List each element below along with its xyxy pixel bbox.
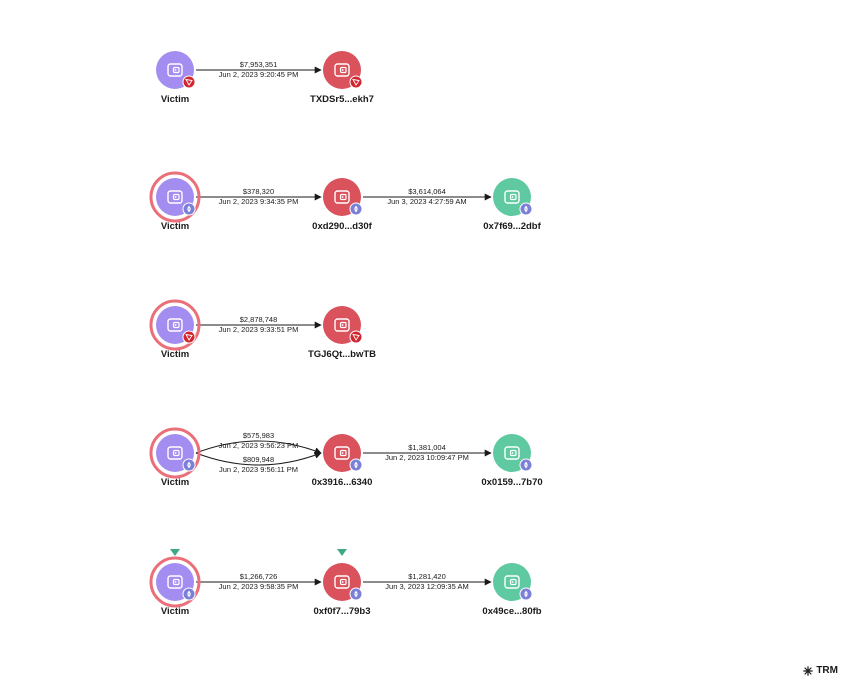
node-label: 0xd290...d30f (312, 221, 373, 232)
wallet-icon (334, 446, 350, 460)
destination-wallet-node[interactable]: 0x7f69...2dbf (483, 178, 542, 232)
ethereum-badge-icon (182, 458, 196, 472)
node-label: TXDSr5...ekh7 (310, 94, 374, 105)
destination-wallet-node[interactable]: 0x49ce...80fb (482, 563, 542, 617)
node-label: Victim (161, 349, 189, 360)
edge-timestamp: Jun 2, 2023 9:56:11 PM (219, 465, 298, 474)
highlight-ring (149, 427, 201, 479)
wallet-icon (334, 190, 350, 204)
node-label: Victim (161, 94, 189, 105)
victim-node[interactable]: Victim (149, 299, 201, 360)
edge-timestamp: Jun 2, 2023 9:33:51 PM (219, 325, 299, 334)
edge-timestamp: Jun 3, 2023 4:27:59 AM (387, 197, 466, 206)
ethereum-badge-icon (519, 587, 533, 601)
wallet-icon (504, 575, 520, 589)
wallet-icon (334, 318, 350, 332)
node-label: Victim (161, 477, 189, 488)
victim-node[interactable]: Victim (149, 427, 201, 488)
wallet-icon (504, 446, 520, 460)
tron-badge-icon (182, 330, 196, 344)
node-label: 0x3916...6340 (312, 477, 373, 488)
tron-badge-icon (349, 330, 363, 344)
intermediary-wallet-node[interactable]: 0xf0f7...79b3 (313, 549, 371, 617)
edge-amount: $2,878,748 (240, 315, 278, 324)
intermediary-wallet-node[interactable]: TGJ6Qt...bwTB (308, 306, 376, 360)
destination-wallet-node[interactable]: 0x0159...7b70 (481, 434, 543, 488)
edge-amount: $809,948 (243, 455, 274, 464)
highlight-ring (149, 299, 201, 351)
edge-amount: $7,953,351 (240, 60, 278, 69)
wallet-icon (504, 190, 520, 204)
edge-timestamp: Jun 2, 2023 9:34:35 PM (219, 197, 299, 206)
intermediary-wallet-node[interactable]: 0xd290...d30f (312, 178, 373, 232)
marker-triangle-icon (170, 549, 180, 556)
wallet-icon (167, 575, 183, 589)
intermediary-wallet-node[interactable]: 0x3916...6340 (312, 434, 373, 488)
edge-amount: $1,281,420 (408, 572, 446, 581)
edge-amount: $1,381,004 (408, 443, 446, 452)
intermediary-wallet-node[interactable]: TXDSr5...ekh7 (310, 51, 374, 105)
edge-timestamp: Jun 3, 2023 12:09:35 AM (385, 582, 468, 591)
edge-amount: $1,266,726 (240, 572, 278, 581)
ethereum-badge-icon (349, 587, 363, 601)
ethereum-badge-icon (349, 458, 363, 472)
wallet-icon (167, 63, 183, 77)
ethereum-badge-icon (182, 202, 196, 216)
wallet-icon (334, 575, 350, 589)
tron-badge-icon (182, 75, 196, 89)
edge-amount: $3,614,064 (408, 187, 446, 196)
tron-badge-icon (349, 75, 363, 89)
edge-amount: $378,320 (243, 187, 274, 196)
ethereum-badge-icon (349, 202, 363, 216)
wallet-icon (167, 318, 183, 332)
trm-logo-icon (803, 665, 814, 676)
wallet-icon (167, 446, 183, 460)
edge-amount: $575,983 (243, 431, 274, 440)
marker-triangle-icon (337, 549, 347, 556)
ethereum-badge-icon (519, 458, 533, 472)
edge-timestamp: Jun 2, 2023 10:09:47 PM (385, 453, 469, 462)
edge-timestamp: Jun 2, 2023 9:20:45 PM (219, 70, 299, 79)
victim-node[interactable]: Victim (149, 171, 201, 232)
brand-logo: TRM (803, 665, 838, 676)
highlight-ring (149, 171, 201, 223)
edge-timestamp: Jun 2, 2023 9:56:23 PM (219, 441, 299, 450)
node-label: TGJ6Qt...bwTB (308, 349, 376, 360)
ethereum-badge-icon (519, 202, 533, 216)
brand-name: TRM (816, 665, 838, 676)
ethereum-badge-icon (182, 587, 196, 601)
node-label: Victim (161, 221, 189, 232)
victim-node[interactable]: Victim (149, 549, 201, 617)
node-label: Victim (161, 606, 189, 617)
node-label: 0xf0f7...79b3 (313, 606, 370, 617)
edge-timestamp: Jun 2, 2023 9:58:35 PM (219, 582, 299, 591)
node-label: 0x0159...7b70 (481, 477, 542, 488)
highlight-ring (149, 556, 201, 608)
wallet-icon (167, 190, 183, 204)
wallet-icon (334, 63, 350, 77)
victim-node[interactable]: Victim (156, 51, 196, 105)
edge-arrow (195, 440, 322, 455)
node-label: 0x7f69...2dbf (483, 221, 541, 232)
edge-arrow (195, 451, 322, 466)
node-label: 0x49ce...80fb (482, 606, 541, 617)
